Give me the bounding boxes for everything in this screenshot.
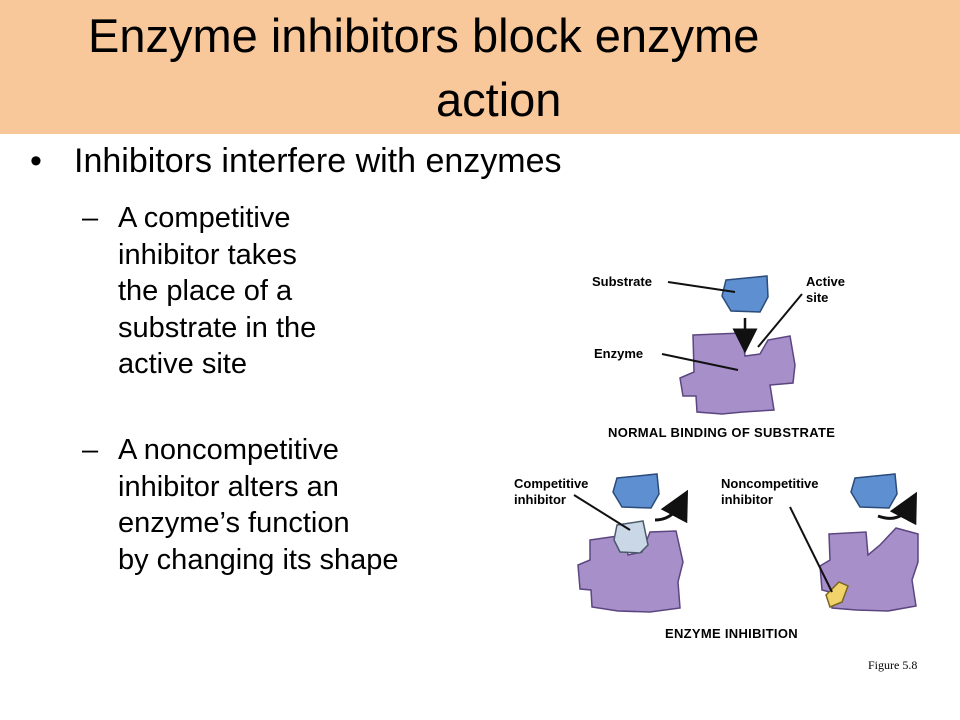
- sub-bullet-noncompetitive: – A noncompetitive inhibitor alters an e…: [82, 432, 502, 612]
- slide-title-line2: action: [436, 73, 562, 126]
- caption-enzyme-inhibition: ENZYME INHIBITION: [665, 626, 798, 641]
- slide-title-line1: Enzyme inhibitors block enzyme: [88, 9, 760, 62]
- label-active-site-line1: Active: [806, 274, 846, 289]
- sub-bullet-competitive-text: A competitive inhibitor takes the place …: [118, 202, 317, 380]
- label-noncompetitive-line2: inhibitor: [721, 492, 773, 507]
- main-bullet-text: Inhibitors interfere with enzymes: [74, 142, 562, 180]
- label-enzyme: Enzyme: [594, 346, 644, 361]
- label-competitive-line1: Competitive: [514, 476, 589, 491]
- label-noncompetitive-line1: Noncompetitive: [721, 476, 819, 491]
- competitive-substrate: [612, 473, 660, 509]
- sub-bullet-competitive: – A competitive inhibitor takes the plac…: [82, 200, 502, 420]
- normal-substrate: [721, 275, 769, 313]
- normal-enzyme: [679, 332, 796, 415]
- noncompetitive-blocked-arrow: [877, 491, 917, 526]
- noncompetitive-substrate: [850, 473, 898, 509]
- enzyme-pointer: [661, 353, 739, 371]
- label-active-site-line2: site: [806, 290, 829, 305]
- sub-bullet-dash: –: [82, 202, 99, 234]
- caption-normal-binding: NORMAL BINDING OF SUBSTRATE: [608, 425, 836, 440]
- main-bullet: • Inhibitors interfere with enzymes: [30, 138, 562, 184]
- noncompetitive-inhibitor-pointer: [789, 506, 833, 593]
- competitive-blocked-arrow: [654, 489, 689, 524]
- figure-number: Figure 5.8: [868, 658, 918, 672]
- competitive-inhibitor-pointer: [573, 494, 631, 531]
- label-competitive-inhibitor: Competitive inhibitor: [514, 476, 588, 508]
- label-substrate: Substrate: [592, 274, 652, 289]
- label-noncompetitive-inhibitor: Noncompetitive inhibitor: [721, 476, 819, 508]
- competitive-inhibitor-shape: [613, 520, 649, 554]
- bullet-dot: •: [30, 142, 42, 180]
- slide-title: Enzyme inhibitors block enzyme action: [0, 4, 960, 132]
- label-competitive-line2: inhibitor: [514, 492, 566, 507]
- sub-bullet-noncompetitive-text: A noncompetitive inhibitor alters an enz…: [118, 434, 399, 576]
- title-bar: [0, 0, 960, 134]
- noncompetitive-inhibitor-shape: [825, 581, 849, 609]
- substrate-pointer: [667, 281, 736, 293]
- sub-bullet-dash: –: [82, 434, 99, 466]
- label-active-site: Active site: [806, 274, 845, 306]
- active-site-pointer: [757, 293, 803, 348]
